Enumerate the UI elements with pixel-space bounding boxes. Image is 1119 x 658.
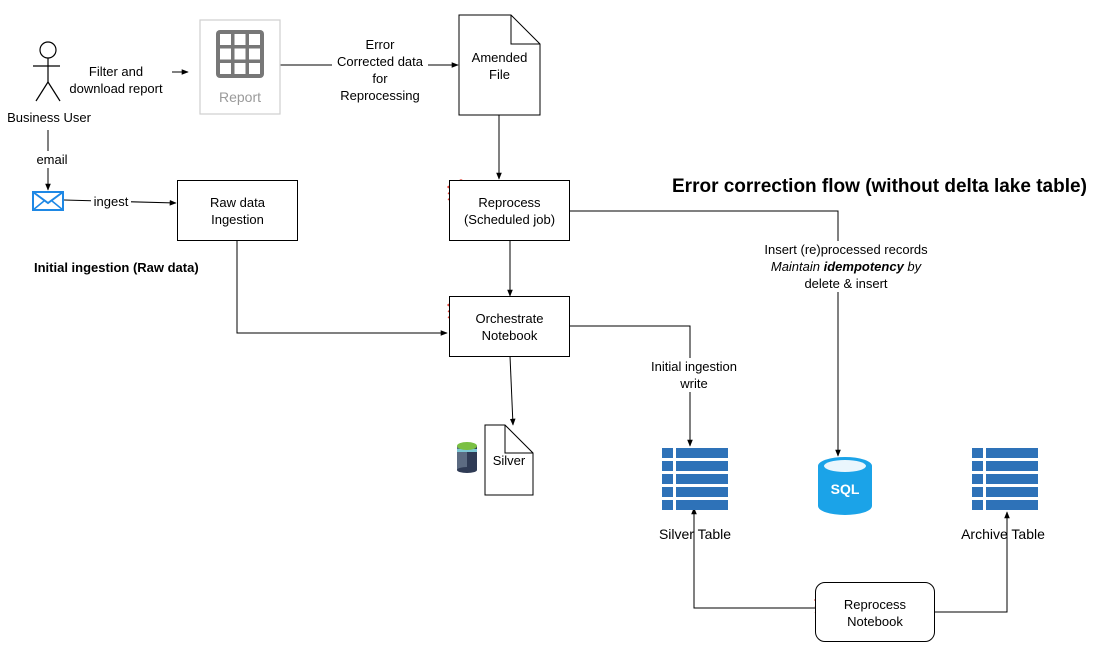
node-label-line: (Scheduled job) (463, 212, 556, 227)
reprocess-job-box[interactable] (449, 180, 570, 241)
edge-label-line: Maintain idempotency by (752, 258, 940, 275)
section-label: Initial ingestion (Raw data) (34, 260, 199, 275)
reprocess-notebook-box[interactable] (815, 582, 935, 642)
edge-orchestrate-to-silver (509, 355, 516, 426)
silver-file-label: Silver (492, 453, 526, 468)
reprocess-notebook-label: Reprocess Notebook (815, 596, 935, 630)
edge-label-email: email (30, 151, 74, 168)
connector-lines (45, 62, 1010, 613)
amended-file-node[interactable] (458, 14, 541, 116)
edge-label-ingest: ingest (91, 193, 131, 210)
node-label-line: Amended (471, 50, 528, 65)
diagram-title: Error correction flow (without delta lak… (672, 176, 1087, 197)
edge-label-line: Initial ingestion (651, 359, 737, 374)
grid-icon (216, 30, 264, 78)
report-node[interactable] (199, 19, 281, 115)
edge-notebook-to-silver-table (691, 507, 815, 609)
node-label-line: Reprocess (843, 597, 907, 612)
edge-label-italic: Maintain (770, 259, 824, 274)
raw-ingestion-label: Raw data Ingestion (177, 194, 298, 228)
edge-label-insert-records: Insert (re)processed records Maintain id… (752, 241, 940, 292)
edge-label-emphasis: idempotency (823, 259, 904, 274)
node-label-line: Reprocess (478, 195, 541, 210)
mail-icon (32, 191, 64, 211)
archive-table-label: Archive Table (961, 526, 1045, 542)
node-label-line: Ingestion (211, 212, 264, 227)
edge-orchestrate-to-silver-table (569, 325, 693, 447)
edge-label-initial-write: Initial ingestion write (642, 358, 746, 392)
table-icon (972, 448, 1038, 510)
sql-label: SQL (830, 481, 860, 497)
amended-file-label: Amended File (459, 49, 540, 83)
table-icon (662, 448, 728, 510)
sql-icon (818, 457, 872, 515)
storage-icon (457, 442, 477, 473)
actor-label: Business User (7, 110, 91, 125)
edge-label-line: Corrected data (337, 54, 423, 69)
edge-label-error-corrected: Error Corrected data for Reprocessing (332, 36, 428, 104)
edge-label-italic: by (903, 259, 922, 274)
silver-table-label: Silver Table (658, 526, 732, 542)
edge-label-line: for (372, 71, 388, 86)
orchestrate-label: Orchestrate Notebook (449, 310, 570, 344)
edge-label-line: Reprocessing (340, 88, 420, 103)
raw-ingestion-box[interactable] (177, 180, 298, 241)
edge-label-line: Filter and (88, 64, 144, 79)
orchestrate-box[interactable] (449, 296, 570, 357)
edge-label-line: write (680, 376, 708, 391)
edge-label-line: delete & insert (804, 276, 888, 291)
edge-label-filter-download: Filter and download report (60, 63, 172, 97)
edge-label-line: Insert (re)processed records (764, 242, 928, 257)
silver-file-node[interactable] (484, 424, 534, 496)
report-label: Report (218, 89, 262, 105)
user-icon (33, 41, 63, 102)
node-label-line: Notebook (847, 614, 903, 629)
reprocess-job-label: Reprocess (Scheduled job) (449, 194, 570, 228)
node-label-line: Raw data (210, 195, 265, 210)
edge-label-line: download report (69, 81, 163, 96)
edge-label-line: Error (365, 37, 395, 52)
node-label-line: Notebook (481, 328, 538, 343)
edge-reprocess-to-sql (569, 210, 841, 457)
node-label-line: File (489, 67, 510, 82)
edge-notebook-to-archive (935, 511, 1010, 613)
node-label-line: Orchestrate (475, 311, 544, 326)
edge-raw-to-orchestrate (236, 240, 448, 336)
